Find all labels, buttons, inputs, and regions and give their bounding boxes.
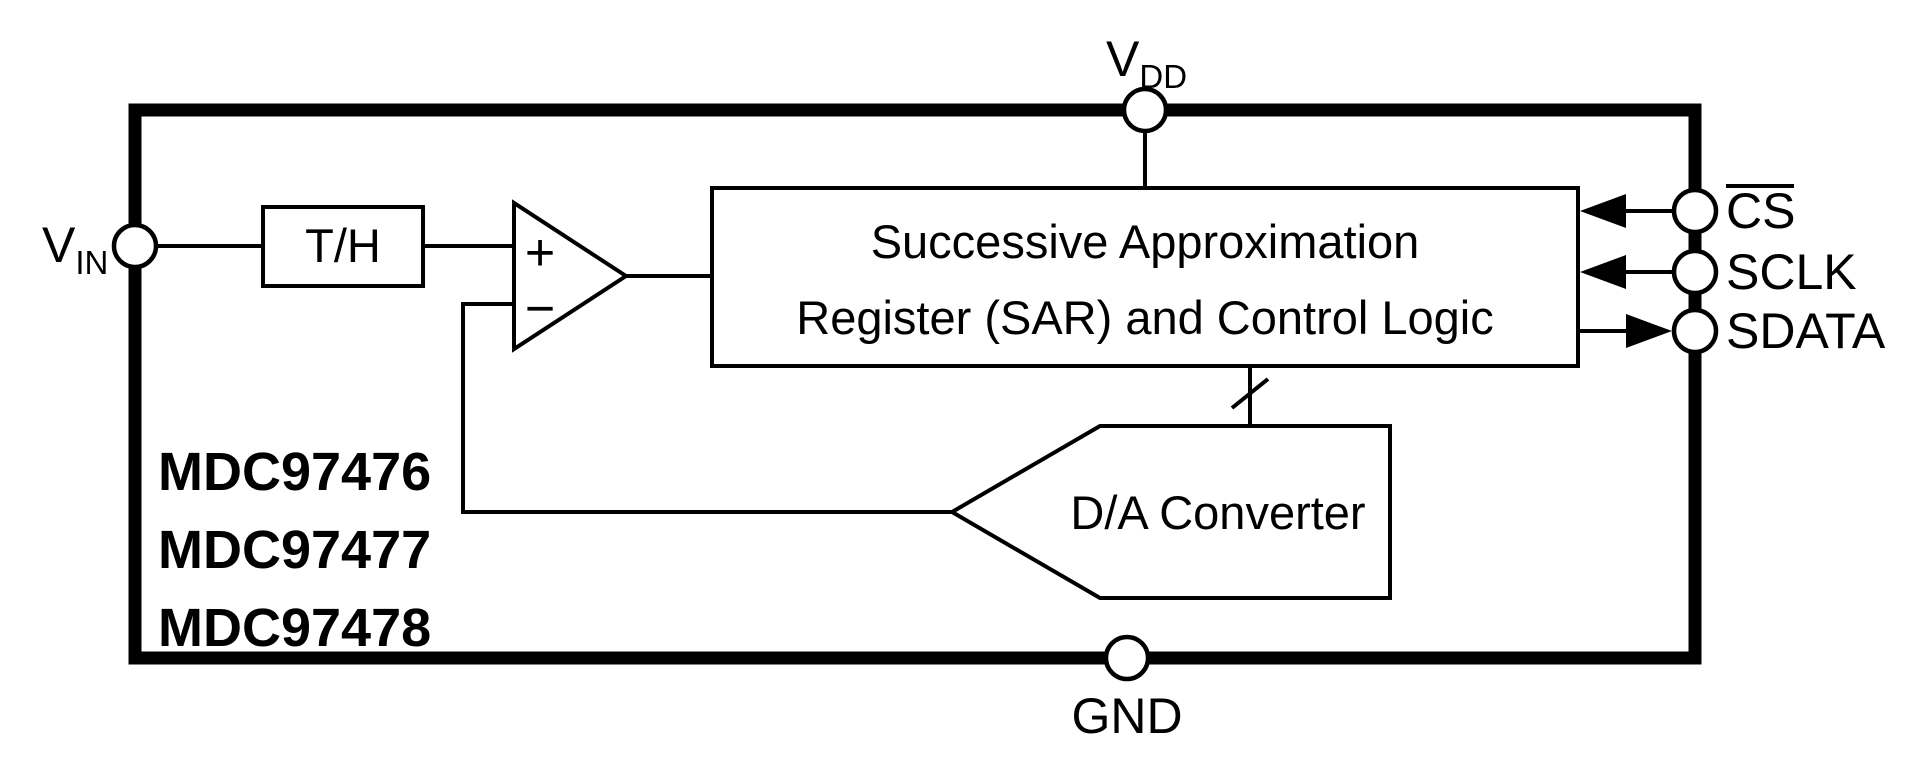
wire-dac-feedback-to-comparator (461, 302, 955, 514)
dac-block (948, 424, 1392, 600)
sdata-output-arrowhead-icon (1626, 314, 1672, 348)
sdata-pin-circle (1671, 307, 1719, 355)
bus-slash-mark (1230, 377, 1270, 410)
sdata-pin-label: SDATA (1726, 303, 1886, 359)
vdd-label-subscript: DD (1139, 58, 1187, 95)
vin-pin-circle (111, 222, 159, 270)
chip-outline (128, 103, 1702, 665)
cs-pin-circle (1671, 187, 1719, 235)
vin-label-subscript: IN (75, 244, 108, 281)
vdd-pin-label: VDD (1106, 31, 1187, 95)
vdd-label-main: V (1106, 31, 1140, 87)
vin-label-main: V (42, 217, 76, 273)
vdd-pin-circle (1121, 86, 1169, 134)
sclk-pin-label: SCLK (1726, 244, 1857, 300)
sar-label-line1: Successive Approximation (871, 215, 1420, 268)
track-hold-block (261, 205, 425, 288)
vin-pin-label: VIN (42, 217, 108, 281)
part-number-2: MDC97477 (158, 520, 431, 580)
gnd-pin-label: GND (1071, 688, 1182, 744)
sclk-pin-circle (1671, 248, 1719, 296)
sar-label-line2: Register (SAR) and Control Logic (796, 291, 1493, 344)
sclk-input-arrowhead-icon (1580, 255, 1626, 289)
sar-control-logic-block (710, 186, 1580, 368)
part-number-1: MDC97476 (158, 442, 431, 502)
comparator-minus-sign: − (525, 280, 555, 338)
cs-input-arrowhead-icon (1580, 194, 1626, 228)
part-number-3: MDC97478 (158, 598, 431, 658)
track-hold-label: T/H (305, 219, 381, 272)
gnd-pin-circle (1103, 634, 1151, 682)
comparator-triangle (512, 199, 630, 353)
comparator-plus-sign: + (525, 224, 555, 282)
dac-label: D/A Converter (1070, 486, 1365, 539)
cs-pin-label: CS (1726, 183, 1795, 239)
